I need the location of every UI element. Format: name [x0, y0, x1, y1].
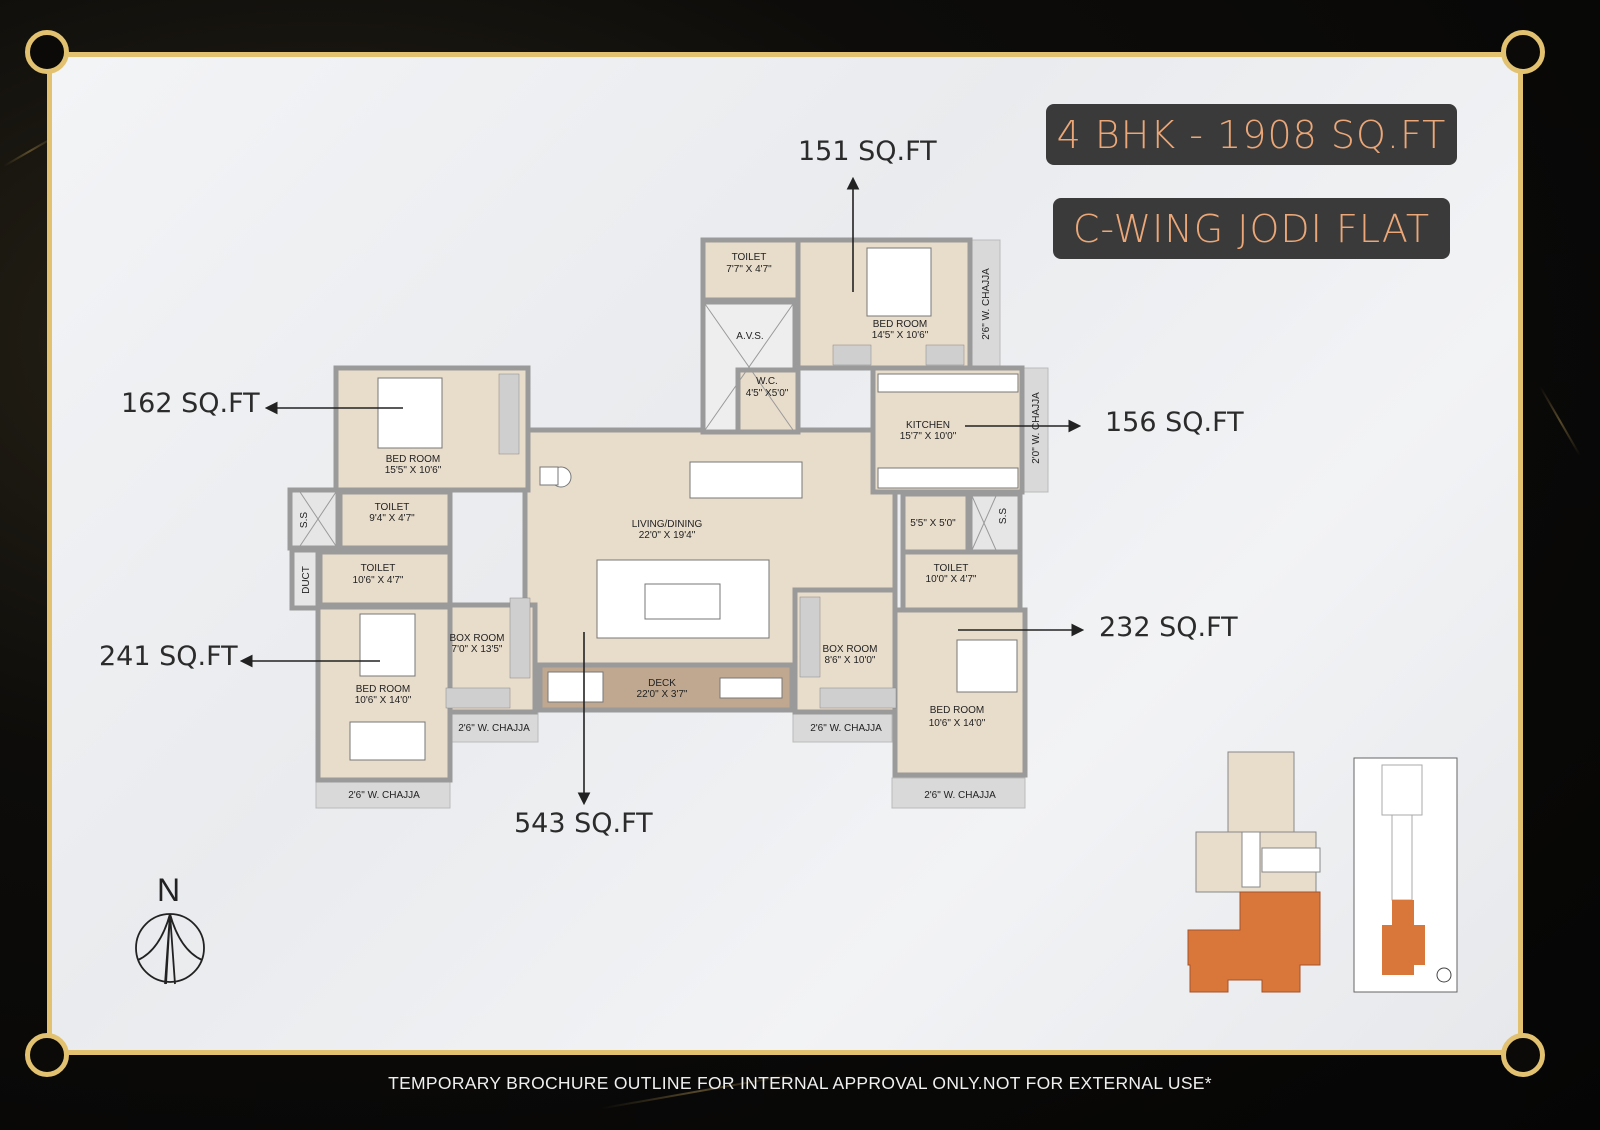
coffee-table-icon [644, 583, 721, 620]
room-name: LIVING/DINING [632, 519, 703, 530]
bed-icon [866, 247, 932, 317]
wc [735, 367, 801, 435]
room-name: TOILET [361, 563, 396, 574]
room-size: 10'6" X 14'0" [929, 718, 986, 729]
area-label: 151 SQ.FT [798, 136, 937, 167]
room-name: DECK [648, 678, 676, 689]
area-label: 156 SQ.FT [1105, 407, 1244, 438]
dining-table-icon [689, 461, 803, 499]
chajja [315, 779, 451, 809]
frame-corner [1501, 30, 1545, 74]
room-size: 8'6" X 10'0" [825, 655, 876, 666]
toilet-1 [337, 489, 453, 551]
room-name: BED ROOM [356, 684, 410, 695]
wardrobes [445, 344, 965, 709]
room-name: BOX ROOM [449, 633, 504, 644]
room-size: 7'7" X 4'7" [726, 264, 772, 275]
room-size: 15'5" X 10'6" [385, 465, 442, 476]
area-label: 232 SQ.FT [1099, 612, 1238, 643]
shaft-label: S.S [998, 508, 1009, 524]
bed-icon [359, 613, 416, 677]
room-name: BED ROOM [386, 454, 440, 465]
chajja-label: 2'6" W. CHAJJA [458, 723, 530, 734]
chajja-label: 2'0" W. CHAJJA [1031, 392, 1042, 464]
room-name: TOILET [934, 563, 969, 574]
room-size: 4'5" X5'0" [746, 388, 789, 399]
bed-icon [377, 377, 443, 449]
shaft-right [967, 491, 1023, 555]
shaft-label: S.S [299, 512, 310, 528]
north-label: N [157, 872, 181, 908]
room-name: BED ROOM [873, 319, 927, 330]
room-size: 22'0" X 19'4" [639, 530, 696, 541]
frame-corner [1501, 1033, 1545, 1077]
area-label: 162 SQ.FT [121, 388, 260, 419]
furniture [349, 247, 1019, 761]
room-name: A.V.S. [736, 331, 763, 342]
frame-corner [25, 30, 69, 74]
shaft-crosses [299, 303, 997, 551]
lounge-chairs-icon [349, 721, 426, 761]
deck-sofa-icon [547, 671, 604, 703]
chajja-label: 2'6" W. CHAJJA [924, 790, 996, 801]
chajja-label: 2'6" W. CHAJJA [348, 790, 420, 801]
room-size: 9'4" X 4'7" [369, 513, 415, 524]
chajja [792, 711, 893, 743]
key-plan [1187, 751, 1458, 993]
deck-seating-icon [719, 677, 783, 699]
room-size: 14'5" X 10'6" [872, 330, 929, 341]
room-size: 5'5" X 5'0" [910, 518, 956, 529]
utility [900, 491, 971, 555]
chajja-label: 2'6" W. CHAJJA [810, 723, 882, 734]
bed-icon [956, 639, 1018, 693]
compass-icon [1436, 967, 1452, 983]
room-size: 10'6" X 4'7" [353, 575, 404, 586]
room-size: 10'6" X 14'0" [355, 695, 412, 706]
area-label: 543 SQ.FT [514, 808, 653, 839]
kitchen-counter-icon [877, 373, 1019, 393]
room-name: KITCHEN [906, 420, 950, 431]
toilet-4 [900, 549, 1023, 613]
room-size: 15'7" X 10'0" [900, 431, 957, 442]
room-size: 22'0" X 3'7" [637, 689, 688, 700]
area-label: 241 SQ.FT [99, 641, 238, 672]
chajja [1021, 367, 1049, 493]
toilet-2 [317, 549, 453, 608]
duct-label: DUCT [301, 566, 312, 594]
disclaimer-footer: TEMPORARY BROCHURE OUTLINE FOR INTERNAL … [388, 1073, 1212, 1093]
chair-icon [539, 466, 559, 486]
room-name: BED ROOM [930, 705, 984, 716]
kitchen-counter-icon [877, 467, 1019, 489]
unit-type-badge: 4 BHK - 1908 SQ.FT [1046, 104, 1457, 165]
room-labels: BED ROOM 15'5" X 10'6" TOILET 9'4" X 4'7… [299, 252, 1042, 801]
room-name: W.C. [756, 376, 778, 387]
shaft-left [287, 487, 341, 551]
room-name: TOILET [732, 252, 767, 263]
wing-badge: C-WING JODI FLAT [1053, 198, 1450, 259]
chajja [969, 239, 1001, 369]
frame-corner [25, 1033, 69, 1077]
area-leader-lines [239, 176, 1085, 806]
site-key-plan-highlight [1382, 900, 1425, 975]
room-size: 10'0" X 4'7" [926, 574, 977, 585]
chajja-label: 2'6" W. CHAJJA [981, 268, 992, 340]
duct [289, 547, 321, 611]
key-plan-highlight [1187, 891, 1321, 993]
chajja [891, 777, 1026, 809]
room-size: 7'0" X 13'5" [452, 644, 503, 655]
room-name: BOX ROOM [822, 644, 877, 655]
room-name: TOILET [375, 502, 410, 513]
compass-icon [135, 913, 205, 985]
